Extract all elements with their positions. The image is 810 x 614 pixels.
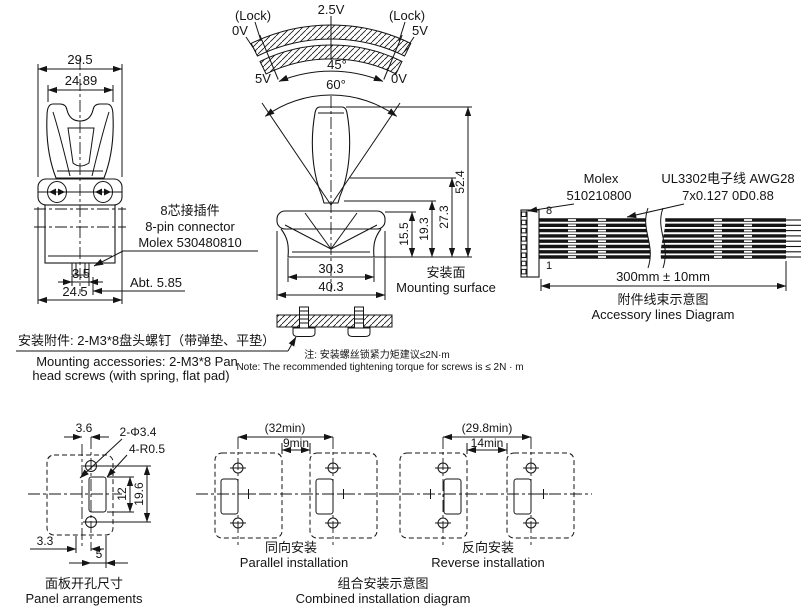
- panel-cutout-figure: 3.6 2-Φ3.4 4-R0.5 12 19.6 3.3 5 面板开孔尺寸 P…: [25, 421, 165, 606]
- dim-parallel-gap: 9min: [283, 436, 309, 450]
- dim-panel-19-6: 19.6: [132, 482, 146, 506]
- angle-diagram: 45° 60° (Lock) (Lock) 2.5V 0V 5V 5V 0V: [232, 2, 428, 206]
- dim-parallel-outer: (32min): [265, 421, 306, 435]
- label-lock-right: (Lock): [389, 8, 425, 23]
- panel-title-cn: 面板开孔尺寸: [45, 576, 123, 591]
- combined-diagram-title: 组合安装示意图 Combined installation diagram: [296, 576, 471, 606]
- label-panel-holes: 2-Φ3.4: [120, 425, 157, 439]
- parallel-title-en: Parallel installation: [240, 555, 348, 570]
- mounting-screws-figure: [276, 306, 393, 337]
- dim-cable-length: 300mm ± 10mm: [616, 269, 710, 284]
- cable-title-en: Accessory lines Diagram: [591, 307, 734, 322]
- dim-h2: 19.3: [417, 217, 431, 241]
- dim-total-height: 52.4: [453, 170, 467, 194]
- wire-ends: [786, 219, 801, 258]
- label-v-left-top: 0V: [232, 23, 248, 38]
- label-wire-spec: 7x0.127 0D0.88: [682, 188, 774, 203]
- label-cable-part: 510210800: [566, 188, 631, 203]
- dim-angle-60: 60°: [326, 77, 346, 92]
- parallel-title-cn: 同向安装: [265, 540, 317, 555]
- dim-reverse-gap: 14min: [471, 436, 504, 450]
- label-lock-left: (Lock): [235, 8, 271, 23]
- label-v-left-bottom: 5V: [255, 71, 271, 86]
- torque-note-cn: 注: 安装螺丝锁紧力矩建议≤2N·m: [304, 348, 450, 361]
- dim-offset-abt: Abt. 5.85: [130, 275, 182, 290]
- reverse-title-cn: 反向安装: [462, 540, 514, 555]
- dim-angle-45: 45°: [327, 57, 347, 72]
- label-connector-cn: 8芯接插件: [160, 203, 219, 218]
- panel-title-en: Panel arrangements: [25, 591, 143, 606]
- dim-h3: 15.5: [397, 222, 411, 246]
- reverse-title-en: Reverse installation: [431, 555, 544, 570]
- parallel-installation-figure: (32min) 9min 同向安装 Parallel installation: [196, 421, 396, 570]
- accessories-text-en1: Mounting accessories: 2-M3*8 Pan: [36, 354, 238, 369]
- dim-width-outer: 29.5: [67, 52, 92, 67]
- dim-h1: 27.3: [437, 205, 451, 229]
- dim-reverse-outer: (29.8min): [462, 421, 513, 435]
- dim-width-inner: 24.89: [65, 73, 98, 88]
- reverse-installation-figure: (29.8min) 14min 反向安装 Reverse installatio…: [381, 421, 592, 570]
- accessories-text-cn: 安装附件: 2-M3*8盘头螺钉（带弹垫、平垫）: [18, 333, 275, 348]
- dim-w-inner: 30.3: [318, 261, 343, 276]
- dim-pin-width: 3.5: [72, 266, 90, 281]
- label-mounting-surface-en: Mounting surface: [396, 280, 496, 295]
- combined-title-en: Combined installation diagram: [296, 591, 471, 606]
- label-panel-radius: 4-R0.5: [129, 442, 165, 456]
- side-view-figure: 15.5 19.3 27.3 52.4 30.3 40.3 安装面 Mounti…: [276, 96, 496, 300]
- mounting-accessories-note: 安装附件: 2-M3*8盘头螺钉（带弹垫、平垫） Mounting access…: [16, 333, 524, 383]
- label-cable-brand: Molex: [584, 171, 619, 186]
- dim-panel-3-3: 3.3: [37, 534, 54, 548]
- wire-highlights: [568, 219, 752, 258]
- dim-bottom-width: 24.5: [62, 284, 87, 299]
- dim-panel-3-6: 3.6: [76, 421, 93, 435]
- dim-panel-12: 12: [115, 487, 129, 501]
- pin-number-bottom: 1: [546, 260, 552, 272]
- dim-w-outer: 40.3: [318, 279, 343, 294]
- label-connector-en: 8-pin connector: [145, 219, 235, 234]
- dim-panel-5: 5: [96, 547, 103, 561]
- label-connector-model: Molex 530480810: [138, 235, 241, 250]
- cable-title-cn: 附件线束示意图: [617, 292, 708, 307]
- torque-note-en: Note: The recommended tightening torque …: [236, 362, 523, 373]
- label-v-top: 2.5V: [318, 2, 345, 17]
- front-view-figure: 29.5 24.89 3.5 Abt. 5.85 24.5 8芯接插件 8-pi…: [34, 52, 258, 304]
- combined-title-cn: 组合安装示意图: [337, 576, 428, 591]
- accessories-text-en2: head screws (with spring, flat pad): [32, 368, 229, 383]
- pin-number-top: 8: [546, 205, 552, 217]
- label-v-right-bottom: 0V: [391, 71, 407, 86]
- label-v-right-top: 5V: [412, 23, 428, 38]
- label-mounting-surface-cn: 安装面: [426, 265, 465, 280]
- label-wire-type: UL3302电子线 AWG28: [661, 171, 794, 186]
- cable-diagram: 8 1 Molex 510210800 UL3302电子线 AWG28 7x0.…: [520, 171, 801, 322]
